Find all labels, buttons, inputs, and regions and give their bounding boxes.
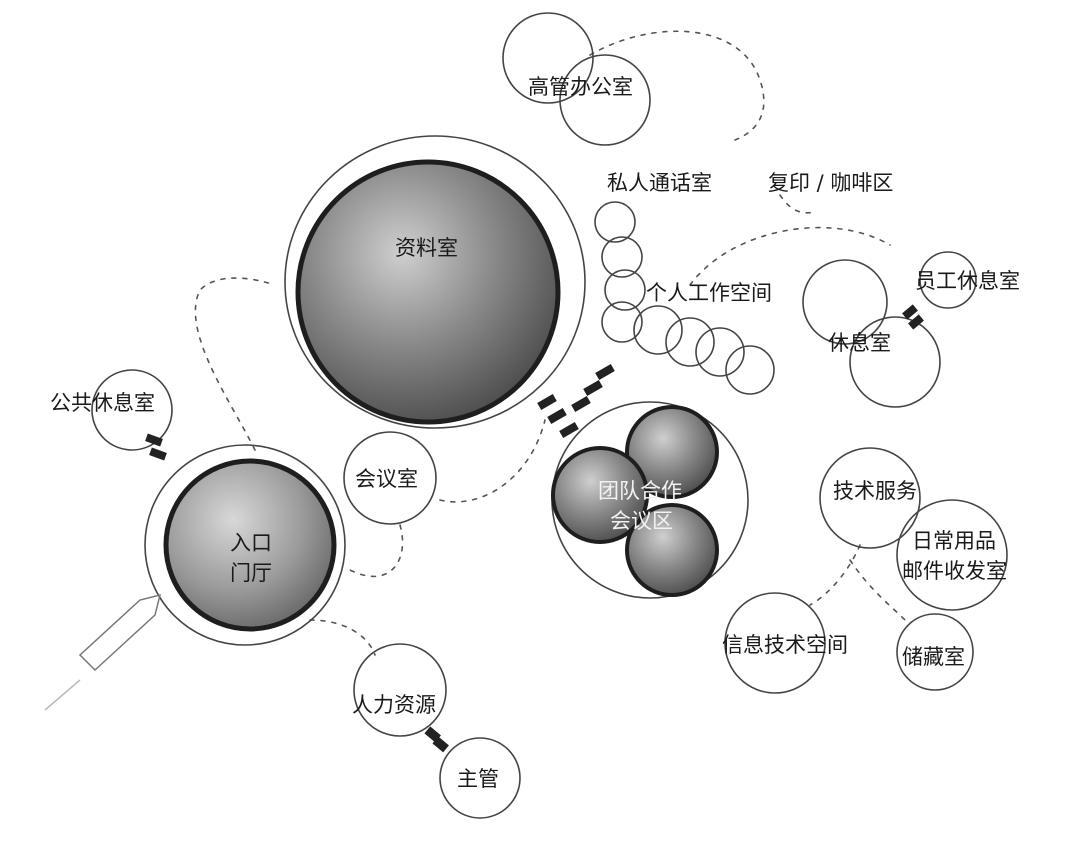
label-tech-service: 技术服务	[833, 479, 917, 503]
label-team-meeting-1: 团队合作	[598, 479, 682, 503]
bubble-entrance-hall: 入口 门厅	[144, 444, 346, 646]
bubble-archive-room: 资料室	[284, 135, 586, 429]
path-tech-it	[809, 544, 861, 606]
label-supplies-2: 邮件收发室	[902, 559, 1007, 583]
circulation-paths	[194, 30, 906, 656]
entrance-arrow-icon	[44, 593, 162, 711]
path-workspace-lounge	[689, 226, 891, 286]
bubble-tech-service: 技术服务	[819, 447, 921, 549]
bubble-supplies-mail: 日常用品 邮件收发室	[896, 499, 1008, 611]
label-public-lounge: 公共休息室	[50, 391, 155, 415]
label-storage: 储藏室	[902, 645, 965, 669]
bubble-storage: 储藏室	[896, 613, 974, 691]
bubble-public-lounge: 公共休息室	[50, 369, 173, 461]
bubble-executive-office: 高管办公室	[502, 12, 651, 146]
bubble-team-meeting: 团队合作 会议区	[551, 401, 749, 599]
path-tech-storage	[849, 559, 906, 621]
label-supplies-1: 日常用品	[912, 529, 996, 553]
label-it-space: 信息技术空间	[722, 633, 848, 657]
label-team-meeting-2: 会议区	[610, 509, 673, 533]
label-copy-coffee: 复印 / 咖啡区	[768, 171, 893, 195]
bubble-hr: 人力资源	[352, 643, 447, 737]
label-executive-office: 高管办公室	[528, 75, 633, 99]
label-staff-lounge: 员工休息室	[915, 269, 1020, 293]
label-meeting-room: 会议室	[355, 467, 418, 491]
label-lounge: 休息室	[828, 331, 891, 355]
path-meeting-entrance	[349, 524, 404, 578]
bubble-lounge: 员工休息室 休息室	[802, 251, 1020, 408]
bubble-personal-workspace: 个人工作空间	[633, 281, 775, 395]
label-archive-room: 资料室	[395, 236, 458, 260]
label-private-call-room: 私人通话室	[607, 171, 712, 195]
label-personal-workspace: 个人工作空间	[646, 281, 772, 305]
label-entrance-1: 入口	[230, 531, 272, 555]
bubble-meeting-room: 会议室	[343, 431, 437, 525]
path-entrance-archive	[194, 277, 276, 451]
connector-archive-team	[537, 364, 615, 438]
bubble-supervisor: 主管	[439, 737, 521, 819]
bubble-private-call-room: 私人通话室	[594, 171, 712, 343]
bubble-it-space: 信息技术空间	[722, 592, 848, 694]
label-entrance-2: 门厅	[230, 561, 272, 585]
label-hr: 人力资源	[352, 693, 436, 717]
connector-hr-supervisor	[424, 726, 449, 753]
path-meeting-team	[439, 419, 546, 503]
label-supervisor: 主管	[457, 767, 499, 791]
path-coffee	[779, 194, 816, 214]
path-entrance-hr	[309, 619, 376, 656]
